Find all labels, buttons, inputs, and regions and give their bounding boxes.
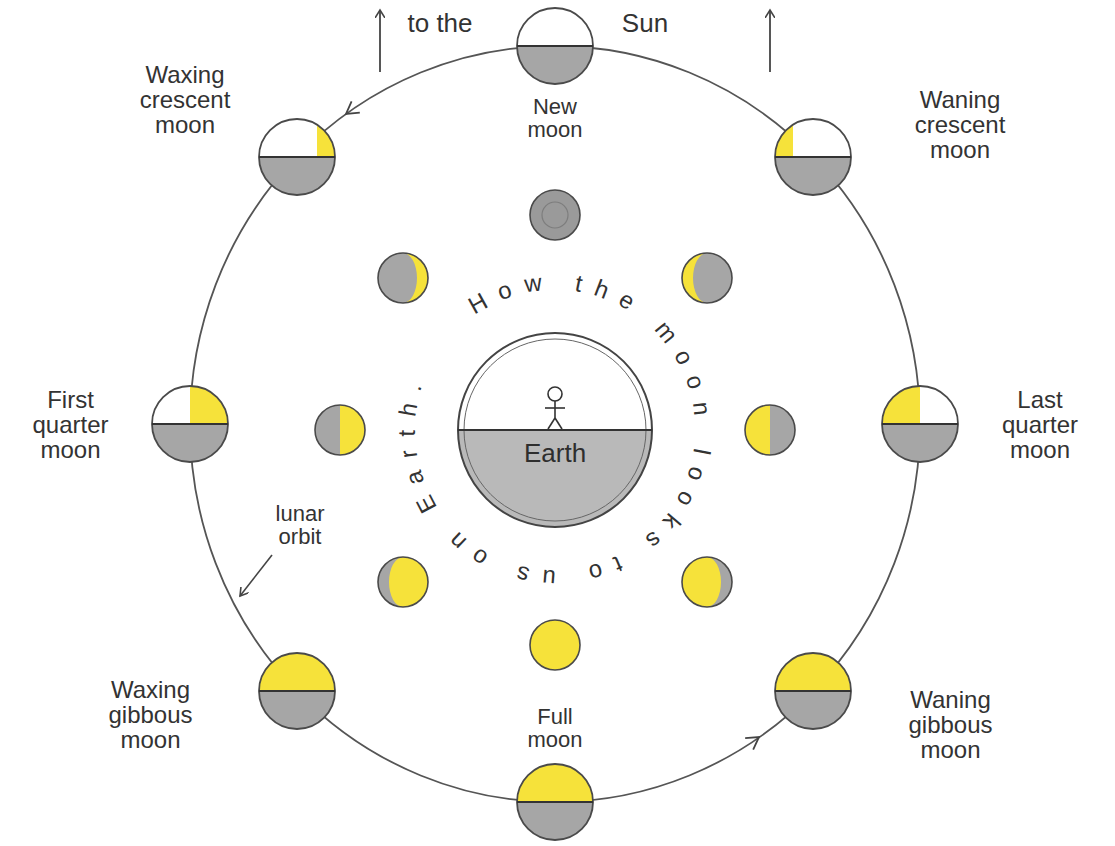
phase-label: First quarter moon xyxy=(13,387,128,463)
curved-caption: How the moon looks to us on Earth. xyxy=(393,267,718,592)
earth-outline xyxy=(455,330,655,530)
phase-label: Full moon xyxy=(515,705,595,751)
phase-label: Waxing crescent moon xyxy=(120,62,250,138)
moon-appearance xyxy=(682,253,732,303)
moon-appearance xyxy=(530,190,580,240)
phase-label: Last quarter moon xyxy=(980,387,1100,463)
lunar-orbit xyxy=(190,46,920,802)
leader-arrow xyxy=(240,555,272,596)
orbit-label: lunar orbit xyxy=(255,502,345,548)
orbit-direction-arrow xyxy=(342,101,360,119)
phase-label: Waxing gibbous moon xyxy=(83,677,218,753)
moon-appearance xyxy=(315,405,365,455)
curved-caption: How the moon looks to us on Earth. xyxy=(393,267,718,592)
sun-direction-arrow xyxy=(379,10,381,72)
orbit-moon xyxy=(259,119,335,195)
moon-appearance xyxy=(682,557,732,607)
earth-circle: Earth xyxy=(455,330,655,530)
moon-appearance xyxy=(745,405,795,455)
orbit-moon xyxy=(775,119,851,195)
orbit-direction-arrow xyxy=(745,731,763,749)
orbit-moon xyxy=(882,386,958,462)
sun-direction-arrow xyxy=(769,10,771,72)
orbit-moon xyxy=(517,764,593,840)
direction-label: Sun xyxy=(610,10,680,37)
orbit-moon xyxy=(775,653,851,729)
orbit-moon xyxy=(259,653,335,729)
moon-appearance xyxy=(378,557,428,607)
phase-label: Waning crescent moon xyxy=(890,87,1030,163)
orbit-moon xyxy=(152,386,228,462)
moon-appearance xyxy=(530,620,580,670)
node-text: Earth xyxy=(524,438,586,469)
orbit-moon xyxy=(517,8,593,84)
direction-label: to the xyxy=(395,10,485,37)
phase-label: New moon xyxy=(510,95,600,141)
phase-label: Waning gibbous moon xyxy=(883,687,1018,763)
moon-appearance xyxy=(378,253,428,303)
